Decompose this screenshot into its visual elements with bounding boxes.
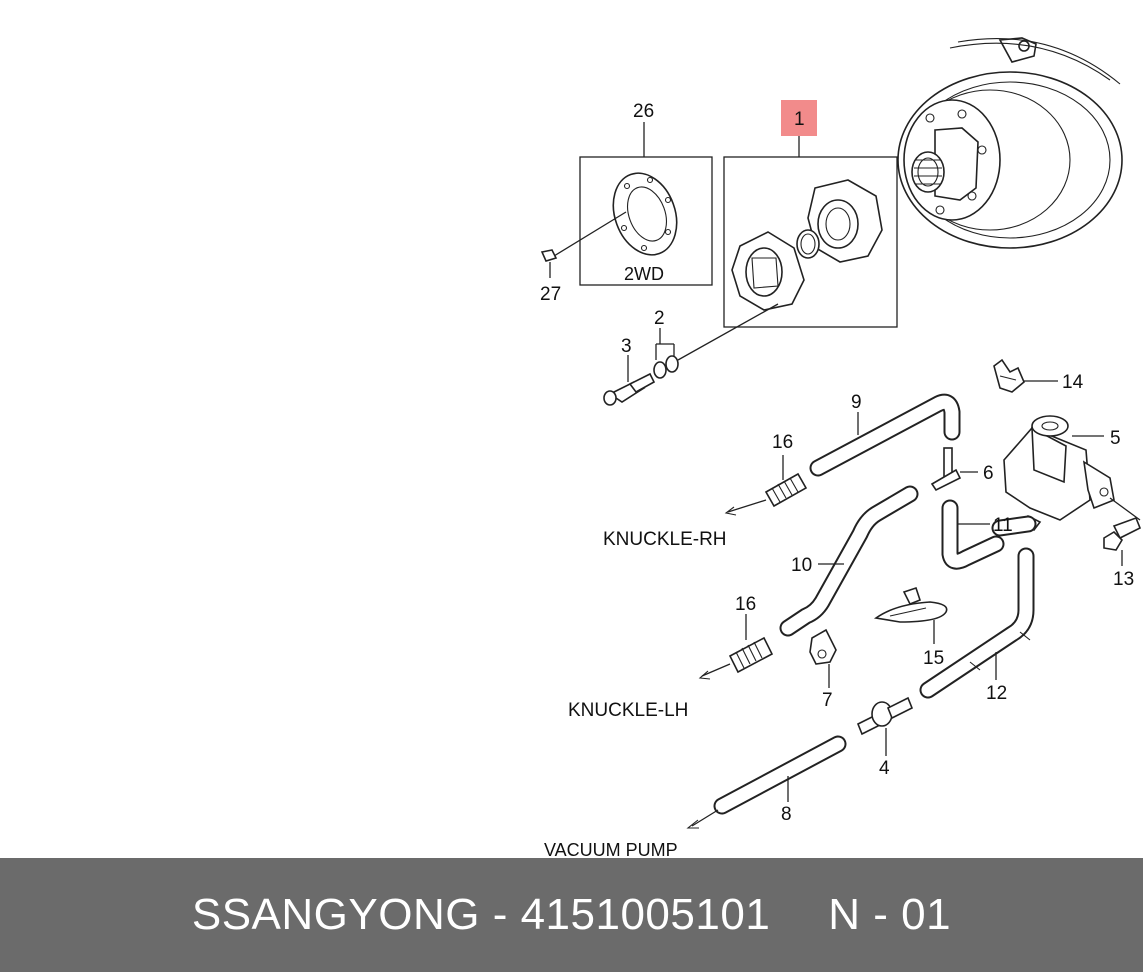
callout-27: 27 bbox=[540, 284, 561, 305]
solenoid-valve-5: 5 bbox=[1003, 415, 1121, 532]
hub-assembly-box bbox=[723, 156, 898, 328]
cover-2wd-group: 26 2WD 27 bbox=[540, 101, 713, 305]
clip-14: 14 bbox=[993, 358, 1084, 393]
callout-8: 8 bbox=[781, 804, 792, 825]
hub-assembly-group: 1 bbox=[723, 100, 898, 328]
clamp-7: 7 bbox=[809, 628, 837, 711]
washer-2b bbox=[653, 361, 667, 379]
callout-1: 1 bbox=[794, 109, 805, 130]
tee-connector-6: 6 bbox=[930, 447, 994, 492]
callout-12: 12 bbox=[986, 683, 1007, 704]
bolt-27 bbox=[540, 249, 558, 262]
hose-11: 11 bbox=[941, 499, 1037, 570]
callout-3: 3 bbox=[621, 336, 632, 357]
callout-26: 26 bbox=[633, 101, 654, 122]
label-knuckle-lh: KNUCKLE-LH bbox=[568, 700, 688, 721]
washer-2a bbox=[665, 355, 679, 373]
callout-15: 15 bbox=[923, 648, 944, 669]
callout-6: 6 bbox=[983, 463, 994, 484]
washers-and-bolt: 2 3 bbox=[603, 303, 779, 406]
hose-10: 10 bbox=[779, 485, 919, 637]
callout-14: 14 bbox=[1062, 372, 1084, 393]
bellows-16-rh: 16 KNUCKLE-RH bbox=[603, 432, 808, 550]
footer-bar: SSANGYONG - 4151005101 N - 01 bbox=[0, 858, 1143, 972]
cable-tie-15: 15 bbox=[873, 586, 948, 669]
pipe-8: 8 VACUUM PUMP bbox=[544, 735, 847, 858]
brake-disc-assembly bbox=[897, 37, 1123, 249]
callout-16-rh: 16 bbox=[772, 432, 793, 453]
diagram-reference: N - 01 bbox=[828, 890, 952, 939]
hub-cover-plate bbox=[612, 172, 678, 256]
parts-diagram: 26 2WD 27 1 2 bbox=[540, 37, 1142, 858]
label-vacuum-pump: VACUUM PUMP bbox=[544, 840, 678, 858]
callout-5: 5 bbox=[1110, 428, 1121, 449]
callout-13: 13 bbox=[1113, 569, 1134, 590]
label-knuckle-rh: KNUCKLE-RH bbox=[603, 529, 727, 550]
hose-9: 9 bbox=[809, 392, 961, 477]
bolt-13: 13 bbox=[1103, 497, 1142, 590]
pipe-12: 12 bbox=[919, 547, 1035, 704]
callout-10: 10 bbox=[791, 555, 812, 576]
callout-2: 2 bbox=[654, 308, 665, 329]
callout-4: 4 bbox=[879, 758, 890, 779]
callout-7: 7 bbox=[822, 690, 833, 711]
callout-9: 9 bbox=[851, 392, 862, 413]
cover-2wd-box bbox=[579, 156, 713, 286]
highlight-box bbox=[781, 100, 817, 136]
bellows-16-lh: 16 KNUCKLE-LH bbox=[568, 594, 774, 721]
bolt-3 bbox=[628, 372, 656, 394]
callout-11: 11 bbox=[993, 515, 1013, 536]
brand-part-number: SSANGYONG - 4151005101 bbox=[191, 890, 771, 939]
label-2wd: 2WD bbox=[624, 264, 664, 284]
check-valve-4: 4 bbox=[856, 696, 914, 779]
callout-16-lh: 16 bbox=[735, 594, 756, 615]
